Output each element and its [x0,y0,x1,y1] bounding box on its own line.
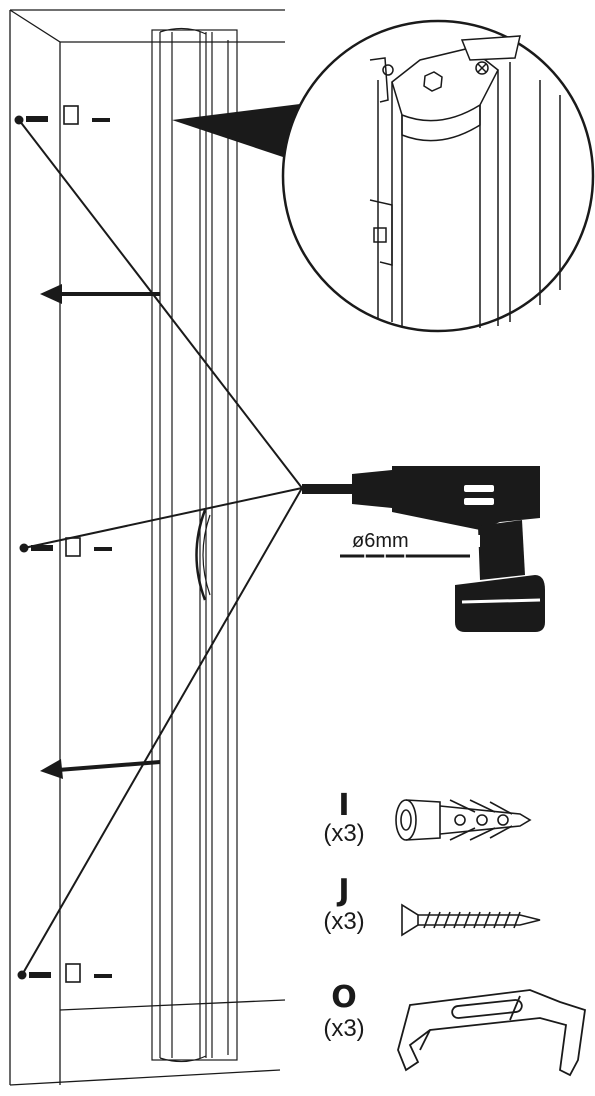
part-quantity-j: (x3) [323,908,365,935]
wall-floor-line [9,1069,281,1086]
drill-icon [302,466,545,632]
column-outline [151,29,238,1061]
mounting-bracket-icon [397,989,586,1077]
drill-bit-size-label: ø6mm [352,530,409,552]
part-quantity-i: (x3) [323,820,365,847]
mounting-point-top [14,105,110,125]
part-letter-o: O [331,980,357,1015]
mounting-point-middle [19,537,112,557]
detail-circle [281,19,595,333]
arrow-upper [40,284,160,304]
callout-pointer [172,104,300,160]
part-letter-j: J [338,873,350,908]
arrow-lower [40,759,161,779]
part-letter-i: I [338,788,350,823]
drill-guide-lines [18,119,303,976]
detail-magnifier [281,19,595,333]
mounting-point-bottom [17,963,112,983]
column-handle [195,509,207,601]
wall-plug-icon [395,799,532,841]
column-profile [151,27,238,1063]
wood-screw-icon [401,903,541,937]
part-quantity-o: (x3) [323,1015,365,1042]
